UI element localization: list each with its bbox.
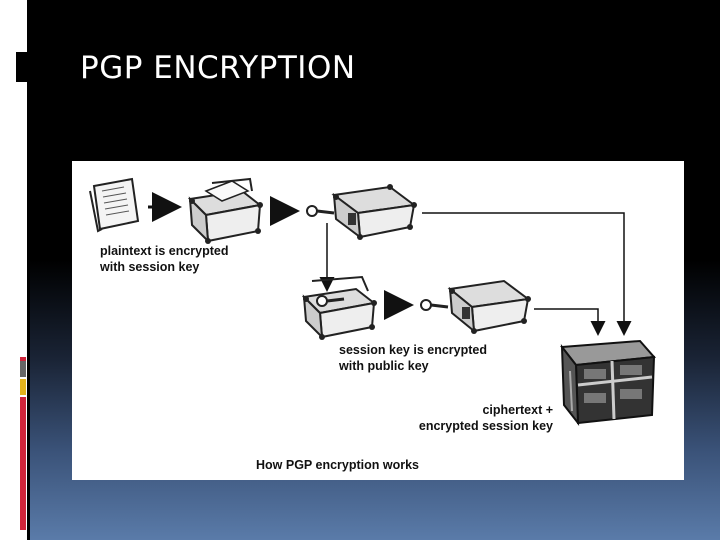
locked-box-icon	[331, 184, 417, 240]
left-strip-border	[27, 0, 30, 540]
arrow-box-to-output	[422, 212, 632, 336]
label-plaintext-line2: with session key	[100, 260, 200, 274]
open-box-with-key-icon	[301, 275, 377, 340]
accent-bar-gray	[20, 361, 26, 377]
accent-bar-red-long	[20, 397, 26, 530]
public-key-icon	[420, 299, 449, 311]
key-icon	[306, 205, 335, 217]
label-cipher-line1: ciphertext +	[482, 403, 553, 417]
label-plaintext-encrypted: plaintext is encrypted with session key	[100, 243, 229, 275]
slide-title: PGP ENCRYPTION	[80, 50, 356, 86]
label-ciphertext: ciphertext + encrypted session key	[405, 402, 553, 434]
ciphertext-bundle-icon	[560, 339, 657, 427]
diagram-graphics	[89, 177, 657, 427]
arrow-key-box-to-output	[534, 308, 606, 336]
label-plaintext-line1: plaintext is encrypted	[100, 244, 229, 258]
label-session-line1: session key is encrypted	[339, 343, 487, 357]
label-session-line2: with public key	[339, 359, 429, 373]
accent-bar-yellow	[20, 379, 26, 395]
label-cipher-line2: encrypted session key	[418, 419, 553, 433]
pgp-diagram: plaintext is encrypted with session key …	[72, 161, 684, 480]
document-icon	[89, 177, 140, 233]
open-box-icon	[187, 177, 263, 244]
diagram-caption: How PGP encryption works	[256, 458, 420, 472]
title-marker	[16, 52, 28, 82]
label-session-key-encrypted: session key is encrypted with public key	[339, 342, 487, 374]
locked-key-box-icon	[447, 279, 531, 334]
